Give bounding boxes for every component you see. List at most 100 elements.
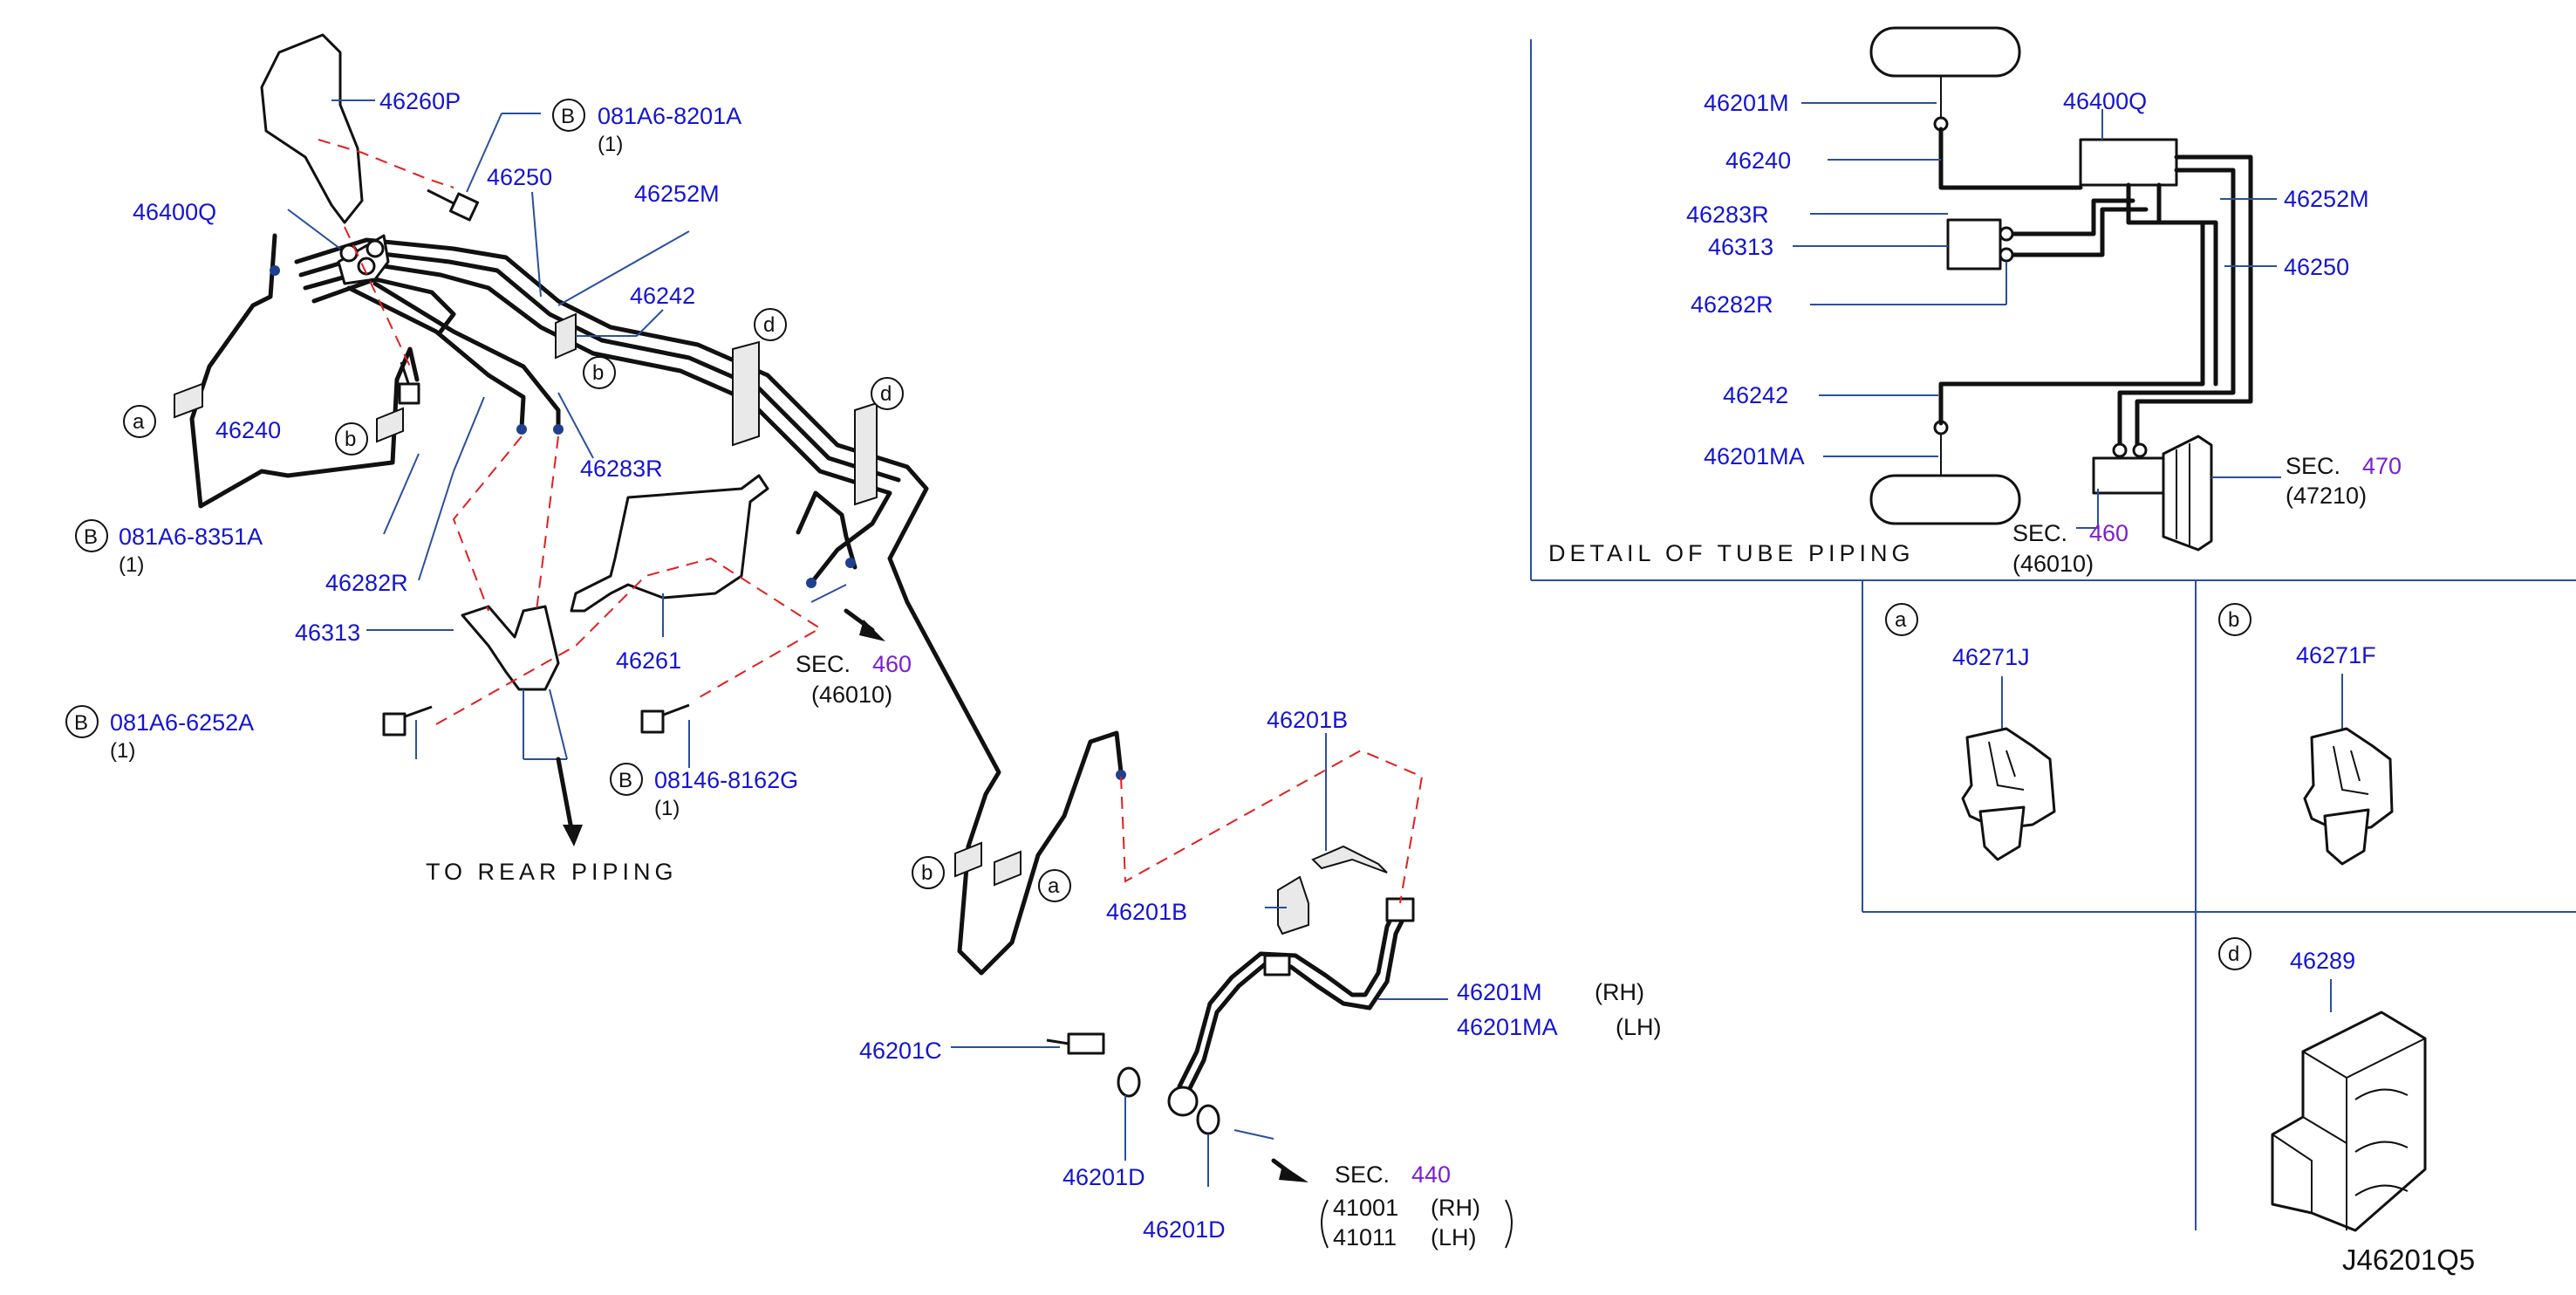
bolt-part-number: 081A6-6252A — [110, 709, 254, 736]
bolt-part-number: 08146-8162G — [654, 767, 798, 793]
wheel-cylinder-icon — [1869, 26, 2021, 78]
callout-46201M: 46201M — [1457, 979, 1542, 1005]
callout-46201B-left: 46201B — [1106, 899, 1187, 925]
bolt-icon — [382, 705, 433, 737]
sec440-part-rh: 41001 — [1333, 1195, 1398, 1221]
detail-sec470-ref: (47210) — [2286, 483, 2367, 509]
callout-46283R: 46283R — [580, 456, 663, 482]
master-cylinder-icon — [2092, 456, 2165, 495]
detail-label-46400Q: 46400Q — [2063, 88, 2147, 114]
view-marker-label: d — [880, 382, 892, 406]
detail-label-46250: 46250 — [2284, 254, 2349, 280]
bolt-callout-081A6-6252A: B 081A6-6252A (1) — [65, 705, 254, 763]
view-marker-label: a — [1048, 874, 1060, 898]
inset-part-46271F: 46271F — [2296, 642, 2376, 668]
detail-sec460-ref: (46010) — [2012, 551, 2094, 577]
wheel-cylinder-icon — [1869, 474, 2021, 525]
inset-part-46271J: 46271J — [1952, 644, 2030, 670]
view-marker: b — [583, 356, 616, 389]
bolt-part-number: 081A6-8351A — [119, 524, 263, 550]
view-marker-label: d — [763, 313, 775, 337]
callout-46252M: 46252M — [634, 181, 720, 207]
clip-46201B — [1311, 845, 1388, 874]
view-marker: b — [335, 422, 368, 456]
inset-a: a 46271J — [1885, 603, 2056, 861]
inset-marker: b — [2228, 608, 2239, 632]
detail-label-46201MA: 46201MA — [1704, 443, 1805, 469]
detail-label-46242: 46242 — [1723, 382, 1788, 408]
detail-title: DETAIL OF TUBE PIPING — [1548, 540, 1915, 566]
sec460-ref: (46010) — [811, 682, 892, 708]
callout-46400Q: 46400Q — [133, 199, 216, 225]
bolt-qty: (1) — [119, 553, 144, 577]
inset-marker: d — [2228, 942, 2239, 966]
detail-sec470-number: 470 — [2362, 453, 2402, 479]
callout-46201D-a: 46201D — [1063, 1164, 1145, 1190]
banjo-bolt-icon — [1046, 1032, 1105, 1055]
inset-b: b 46271F — [2218, 603, 2394, 866]
washer-icon — [1196, 1104, 1220, 1135]
callout-46260P: 46260P — [379, 88, 461, 114]
inset-part-46289: 46289 — [2290, 948, 2355, 974]
bolt-callout-08146-8162G: B 08146-8162G (1) — [610, 763, 798, 820]
sec460-prefix: SEC. — [796, 651, 851, 677]
bracket-46261 — [570, 474, 769, 613]
bolt-badge: B — [561, 105, 575, 128]
bolt-part-number: 081A6-8201A — [598, 103, 741, 129]
detail-frame — [1530, 39, 2576, 1230]
to-rear-piping-label: TO REAR PIPING — [426, 859, 678, 885]
detail-label-46313: 46313 — [1708, 234, 1773, 260]
view-marker: d — [754, 308, 787, 341]
sec440-part-lh: 41011 — [1333, 1224, 1397, 1250]
callout-46313: 46313 — [295, 620, 360, 646]
brake-hose — [1184, 914, 1407, 1098]
bolt-qty: (1) — [598, 133, 623, 156]
inset-d: d 46289 — [2218, 937, 2427, 1232]
junction-block — [2079, 138, 2178, 187]
detail-label-46201M: 46201M — [1704, 90, 1789, 116]
direction-arrows — [556, 608, 1308, 1182]
view-marker-label: b — [345, 428, 356, 451]
view-marker-label: b — [592, 361, 604, 385]
callout-46242: 46242 — [630, 283, 695, 309]
sec440-prefix: SEC. — [1335, 1161, 1390, 1188]
sec440-number: 440 — [1411, 1161, 1451, 1188]
callout-46250: 46250 — [487, 164, 552, 190]
sec460-number: 460 — [872, 651, 912, 677]
diagram-code: J46201Q5 — [2342, 1244, 2475, 1276]
callout-46201MA: 46201MA — [1457, 1014, 1558, 1040]
sec440-side-rh: (RH) — [1431, 1195, 1480, 1221]
view-marker-label: b — [921, 861, 933, 885]
sec440-side-lh: (LH) — [1431, 1224, 1477, 1250]
sec440-callout: SEC. 440 41001 (RH) 41011 (LH) — [1321, 1161, 1513, 1250]
callout-46282R: 46282R — [325, 570, 408, 596]
view-marker-label: a — [133, 410, 145, 434]
clip-46289-icon — [2271, 1011, 2427, 1232]
clip-46271F-icon — [2303, 727, 2394, 866]
callout-46201D-b: 46201D — [1143, 1216, 1226, 1243]
detail-label-46283R: 46283R — [1686, 202, 1769, 228]
detail-sec470-prefix: SEC. — [2286, 453, 2340, 479]
main-piping — [174, 233, 1126, 976]
clip-46271J-icon — [1961, 727, 2056, 861]
view-marker: d — [871, 377, 904, 410]
view-marker: a — [123, 405, 156, 438]
bolt-qty: (1) — [110, 739, 135, 763]
view-marker: b — [912, 856, 945, 889]
detail-label-46282R: 46282R — [1691, 291, 1773, 318]
washer-icon — [1117, 1066, 1141, 1098]
callout-46261: 46261 — [616, 648, 681, 674]
bolt-callout-081A6-8351A: B 081A6-8351A (1) — [75, 519, 263, 577]
side-lh: (LH) — [1616, 1014, 1662, 1040]
bolt-icon — [427, 188, 480, 222]
detail-sec460-number: 460 — [2089, 520, 2128, 546]
leader-lines — [287, 99, 1448, 1187]
bracket-46260P — [260, 33, 364, 224]
bolt-badge: B — [74, 711, 88, 735]
bolt-qty: (1) — [654, 797, 680, 820]
view-marker: a — [1038, 869, 1071, 902]
side-rh: (RH) — [1595, 979, 1644, 1005]
clip-46201B — [1277, 875, 1309, 935]
